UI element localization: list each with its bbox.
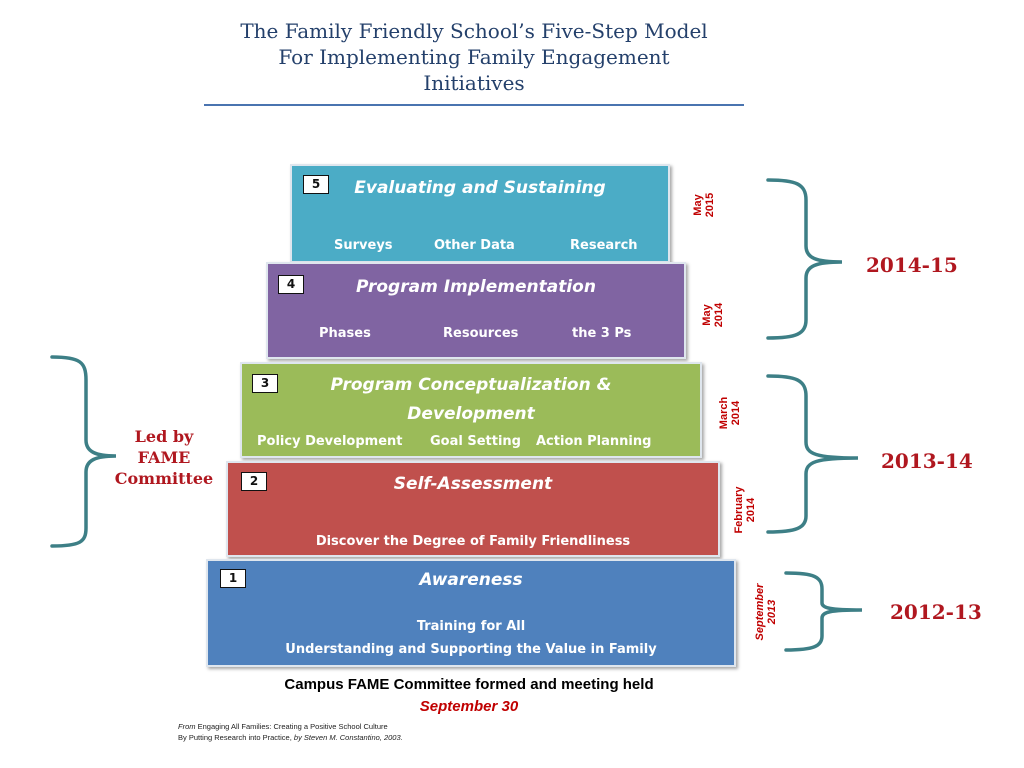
- brace-2012-13: [784, 571, 863, 652]
- title-line-2: For Implementing Family Engagement: [278, 45, 670, 69]
- step-4-sub-resources: Resources: [443, 326, 519, 341]
- step-1-sub-training: Training for All: [416, 619, 526, 634]
- step-3-number: 3: [252, 374, 278, 393]
- brace-2013-14: [766, 374, 859, 534]
- step-3-title-line-2: Development: [407, 404, 535, 424]
- citation-by: by: [293, 733, 302, 742]
- citation-author: Steven M. Constantino, 2003.: [303, 733, 403, 742]
- title-line-3: Initiatives: [423, 71, 525, 95]
- title-line-1: The Family Friendly School’s Five-Step M…: [240, 19, 708, 43]
- step-5-sub-other-data: Other Data: [434, 238, 515, 253]
- citation-by-line: By Putting Research into Practice,: [178, 733, 292, 742]
- step-4-sub-phases: Phases: [319, 326, 371, 341]
- committee-formed-text: Campus FAME Committee formed and meeting…: [284, 676, 654, 693]
- step-2-title: Self-Assessment: [393, 474, 553, 494]
- step-4-implementation: 4 Program Implementation Phases Resource…: [266, 262, 686, 359]
- step-2-self-assessment: 2 Self-Assessment Discover the Degree of…: [226, 461, 720, 557]
- title-underline: [204, 104, 744, 106]
- step-2-sub-discover: Discover the Degree of Family Friendline…: [315, 534, 631, 549]
- step-3-title-line-1: Program Conceptualization &: [330, 375, 612, 395]
- brace-led-by-fame: [50, 355, 117, 548]
- step-4-sub-3ps: the 3 Ps: [572, 326, 632, 341]
- citation-book: Engaging All Families: Creating a Positi…: [197, 722, 388, 731]
- step-1-awareness: 1 Awareness Training for All Understandi…: [206, 559, 736, 667]
- step-5-evaluating: 5 Evaluating and Sustaining Surveys Othe…: [290, 164, 670, 263]
- step-3-sub-policy: Policy Development: [257, 434, 403, 449]
- citation-from: From: [178, 722, 196, 731]
- step-4-title: Program Implementation: [356, 277, 596, 297]
- source-citation: From Engaging All Families: Creating a P…: [178, 721, 403, 743]
- step-2-number: 2: [241, 472, 267, 491]
- led-by-fame-label: Led by FAME Committee: [104, 426, 224, 489]
- citation-line-1: From Engaging All Families: Creating a P…: [178, 721, 403, 732]
- step-5-number: 5: [303, 175, 329, 194]
- citation-line-2: By Putting Research into Practice, by St…: [178, 732, 403, 743]
- step-3-conceptualization: 3 Program Conceptualization & Developmen…: [240, 362, 702, 458]
- step-3-sub-action: Action Planning: [536, 434, 652, 449]
- diagram-title: The Family Friendly School’s Five-Step M…: [204, 18, 744, 96]
- led-by-line-2: FAME: [137, 448, 191, 467]
- brace-2014-15: [766, 178, 843, 340]
- year-label-2013-14: 2013-14: [881, 449, 973, 473]
- step-1-sub-understanding: Understanding and Supporting the Value i…: [285, 642, 657, 657]
- led-by-line-3: Committee: [114, 469, 214, 488]
- year-label-2014-15: 2014-15: [866, 253, 958, 277]
- step-1-title: Awareness: [419, 570, 523, 590]
- step-3-sub-goal: Goal Setting: [430, 434, 521, 449]
- step-5-sub-research: Research: [570, 238, 638, 253]
- led-by-line-1: Led by: [134, 427, 194, 446]
- step-1-number: 1: [220, 569, 246, 588]
- step-4-number: 4: [278, 275, 304, 294]
- step-5-title: Evaluating and Sustaining: [354, 178, 606, 198]
- year-label-2012-13: 2012-13: [890, 600, 982, 624]
- committee-formed-date: September 30: [419, 698, 519, 715]
- step-5-sub-surveys: Surveys: [334, 238, 393, 253]
